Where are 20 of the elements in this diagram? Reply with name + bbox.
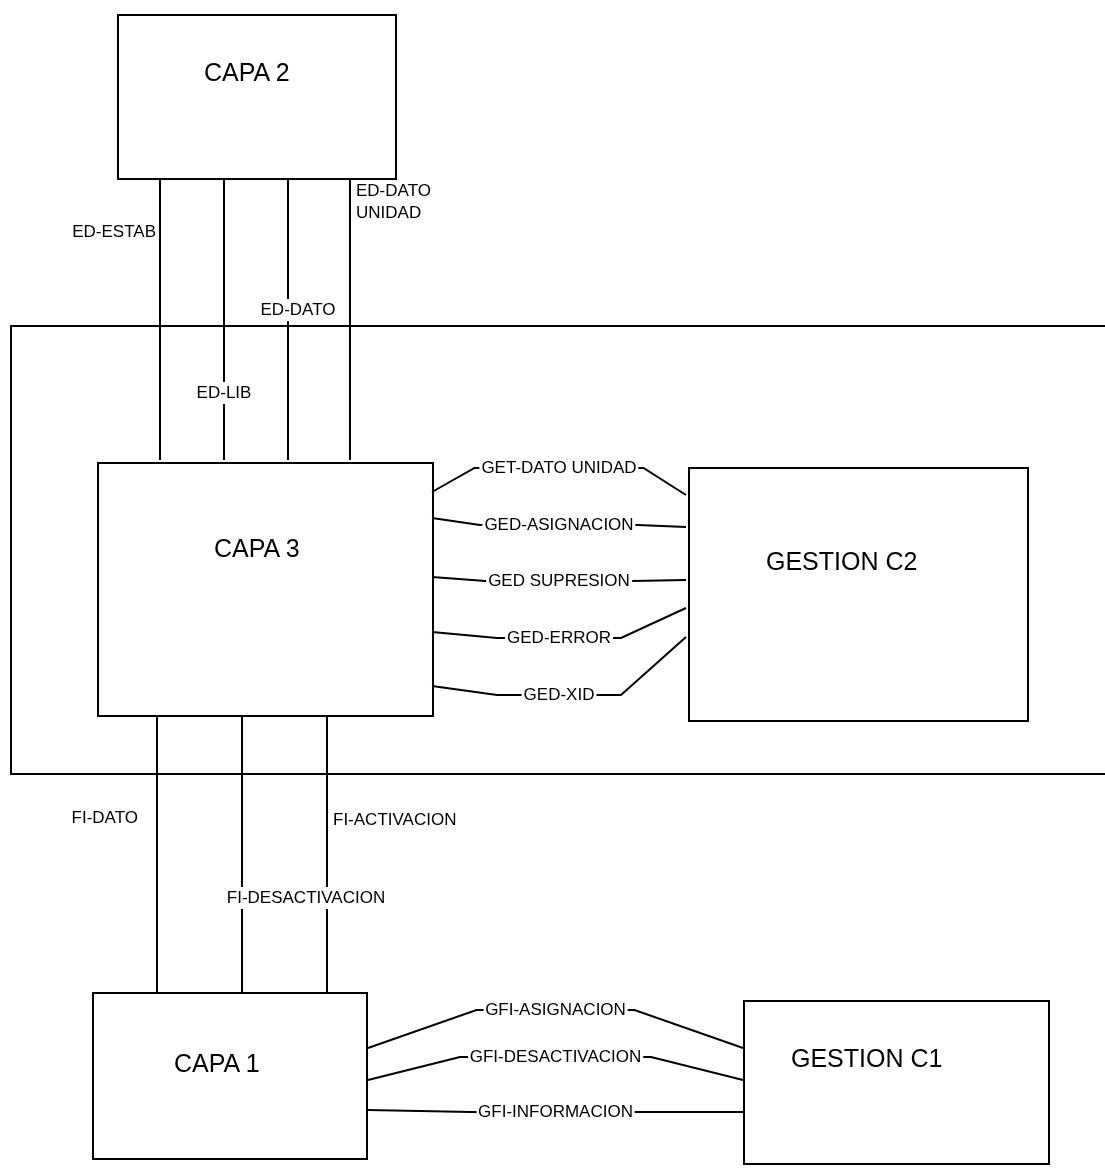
- connector-line: [156, 714, 158, 993]
- box-title: GESTION C2: [766, 547, 918, 576]
- box-title: CAPA 2: [204, 58, 290, 87]
- management-box: [743, 1000, 1050, 1165]
- connector-line: [287, 179, 289, 461]
- box-title: GESTION C1: [791, 1044, 943, 1073]
- edge-label: ED-LIB: [194, 382, 254, 404]
- connector-line: [241, 714, 243, 993]
- connector-line: [159, 179, 161, 461]
- box-title: CAPA 3: [214, 534, 300, 563]
- layer-box: [117, 14, 397, 180]
- management-box: [688, 467, 1029, 722]
- connector-line: [349, 179, 351, 461]
- layer-box: [92, 992, 368, 1160]
- connector-line: [223, 179, 225, 461]
- layer-box: [97, 462, 434, 717]
- group-band: [10, 325, 1105, 775]
- box-title: CAPA 1: [174, 1049, 260, 1078]
- edge-label: ED-DATO: [258, 299, 338, 321]
- connector-line: [326, 714, 328, 993]
